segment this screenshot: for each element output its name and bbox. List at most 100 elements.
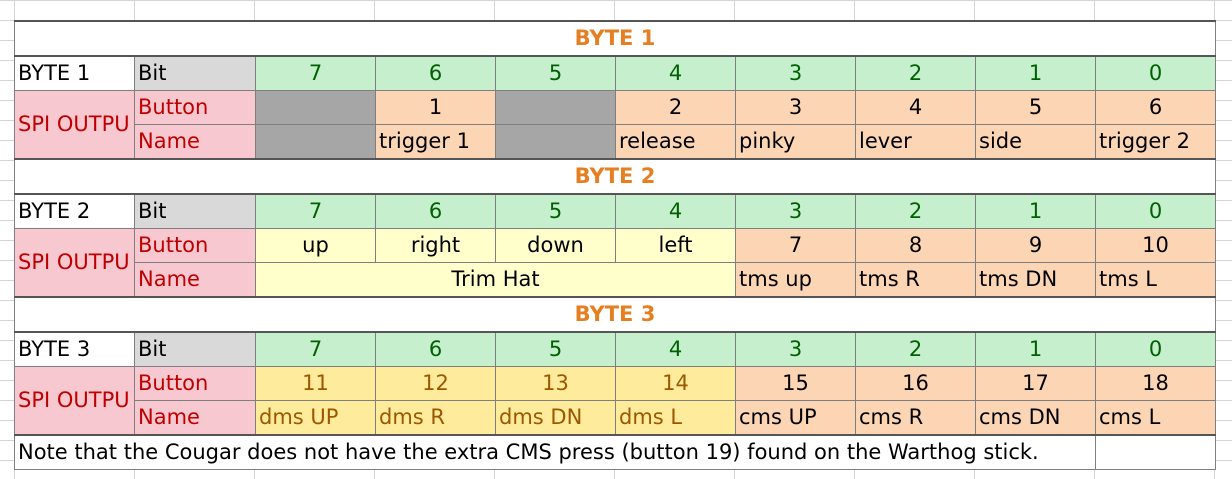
byte2-button-cell[interactable]: 7 — [735, 228, 856, 263]
byte1-bit-cell[interactable]: 4 — [615, 55, 736, 91]
byte1-button-cell[interactable]: 2 — [615, 90, 736, 125]
byte2-title[interactable]: BYTE 2 — [13, 158, 1217, 195]
byte1-bit-cell[interactable]: 0 — [1094, 55, 1217, 91]
byte3-button-cell[interactable]: 14 — [615, 366, 736, 401]
byte2-button-cell[interactable]: up — [255, 228, 376, 263]
byte3-bit-cell[interactable]: 1 — [975, 331, 1096, 367]
byte2-button-cell[interactable]: 9 — [975, 228, 1096, 263]
byte2-button-cell[interactable]: right — [375, 228, 496, 263]
byte3-bit-cell[interactable]: 6 — [375, 331, 496, 367]
byte1-button-cell[interactable]: 3 — [735, 90, 856, 125]
byte2-button-row: SPI OUTPU Button up right down left 7 8 … — [14, 228, 1217, 298]
byte1-name-label[interactable]: Name — [134, 124, 256, 160]
byte1-name-cell[interactable]: trigger 1 — [375, 124, 496, 160]
byte3-button-row: SPI OUTPU Button 11 12 13 14 15 16 17 18 — [14, 366, 1217, 436]
byte2-bit-cell[interactable]: 5 — [495, 193, 616, 229]
byte1-button-cell[interactable]: 5 — [975, 90, 1096, 125]
byte1-bit-cell[interactable]: 7 — [255, 55, 376, 91]
byte3-bit-row: BYTE 3 Bit 7 6 5 4 3 2 1 0 — [14, 331, 1217, 367]
byte3-bit-cell[interactable]: 3 — [735, 331, 856, 367]
byte3-title-row: BYTE 3 — [13, 296, 1217, 333]
byte1-bit-cell[interactable]: 6 — [375, 55, 496, 91]
byte3-name-cell[interactable]: dms R — [375, 400, 496, 436]
byte2-bit-cell[interactable]: 1 — [975, 193, 1096, 229]
byte2-name-cell[interactable]: tms up — [735, 262, 856, 298]
byte1-button-label[interactable]: Button — [134, 90, 256, 125]
byte1-bit-cell[interactable]: 2 — [855, 55, 976, 91]
byte3-name-cell[interactable]: dms UP — [255, 400, 376, 436]
byte3-name-cell[interactable]: cms DN — [975, 400, 1096, 436]
byte1-spi-output-label[interactable]: SPI OUTPU — [14, 90, 135, 160]
byte1-name-cell[interactable]: trigger 2 — [1094, 124, 1217, 160]
byte2-button-label[interactable]: Button — [134, 228, 256, 263]
byte3-name-cell[interactable]: cms UP — [735, 400, 856, 436]
byte3-button-cell[interactable]: 11 — [255, 366, 376, 401]
byte2-name-cell[interactable]: tms R — [855, 262, 976, 298]
byte3-name-cell[interactable]: cms R — [855, 400, 976, 436]
byte3-bit-cell[interactable]: 7 — [255, 331, 376, 367]
byte2-trim-hat-merged-cell[interactable]: Trim Hat — [255, 262, 736, 298]
byte1-bit-label[interactable]: Bit — [134, 55, 256, 91]
byte1-name-cell-unused[interactable] — [495, 124, 616, 160]
byte3-row-label[interactable]: BYTE 3 — [14, 331, 135, 367]
byte3-button-cell[interactable]: 18 — [1094, 366, 1217, 401]
byte3-button-cell[interactable]: 17 — [975, 366, 1096, 401]
spi-output-table: BYTE 1 BYTE 1 Bit 7 6 5 4 3 2 1 0 SPI OU… — [13, 20, 1217, 470]
byte3-name-cell[interactable]: dms L — [615, 400, 736, 436]
byte1-button-row: SPI OUTPU Button 1 2 3 4 5 6 — [14, 90, 1217, 160]
byte2-bit-cell[interactable]: 6 — [375, 193, 496, 229]
byte1-button-cell-unused[interactable] — [255, 90, 376, 125]
byte3-button-cell[interactable]: 12 — [375, 366, 496, 401]
byte3-button-cell[interactable]: 16 — [855, 366, 976, 401]
byte2-bit-cell[interactable]: 0 — [1094, 193, 1217, 229]
byte2-bit-cell[interactable]: 3 — [735, 193, 856, 229]
byte1-bit-cell[interactable]: 5 — [495, 55, 616, 91]
byte3-button-label[interactable]: Button — [134, 366, 256, 401]
byte2-bit-row: BYTE 2 Bit 7 6 5 4 3 2 1 0 — [14, 193, 1217, 229]
byte2-name-row: Name Trim Hat tms up tms R tms DN tms L — [15, 262, 1217, 298]
note-row: Note that the Cougar does not have the e… — [14, 434, 1217, 470]
byte3-name-cell[interactable]: cms L — [1094, 400, 1217, 436]
byte1-row-label[interactable]: BYTE 1 — [14, 55, 135, 91]
byte2-spi-output-label[interactable]: SPI OUTPU — [14, 228, 135, 298]
byte2-bit-cell[interactable]: 7 — [255, 193, 376, 229]
byte2-button-cell[interactable]: 8 — [855, 228, 976, 263]
byte2-bit-cell[interactable]: 4 — [615, 193, 736, 229]
byte3-bit-label[interactable]: Bit — [134, 331, 256, 367]
byte1-bit-cell[interactable]: 1 — [975, 55, 1096, 91]
note-text[interactable]: Note that the Cougar does not have the e… — [14, 434, 1096, 470]
byte2-bit-cell[interactable]: 2 — [855, 193, 976, 229]
byte2-name-cell[interactable]: tms DN — [975, 262, 1096, 298]
byte2-button-cell[interactable]: 10 — [1094, 228, 1217, 263]
byte3-title[interactable]: BYTE 3 — [13, 296, 1217, 333]
byte1-name-cell-unused[interactable] — [255, 124, 376, 160]
byte3-spi-output-label[interactable]: SPI OUTPU — [14, 366, 135, 436]
byte1-name-cell[interactable]: pinky — [735, 124, 856, 160]
byte1-button-cell-unused[interactable] — [495, 90, 616, 125]
byte2-name-cell[interactable]: tms L — [1094, 262, 1217, 298]
byte1-name-cell[interactable]: release — [615, 124, 736, 160]
byte3-bit-cell[interactable]: 2 — [855, 331, 976, 367]
byte2-row-label[interactable]: BYTE 2 — [14, 193, 135, 229]
byte2-bit-label[interactable]: Bit — [134, 193, 256, 229]
byte2-button-cell[interactable]: left — [615, 228, 736, 263]
byte3-bit-cell[interactable]: 5 — [495, 331, 616, 367]
byte1-bit-cell[interactable]: 3 — [735, 55, 856, 91]
empty-cell[interactable] — [1094, 434, 1217, 470]
byte1-name-cell[interactable]: lever — [855, 124, 976, 160]
byte3-bit-cell[interactable]: 0 — [1094, 331, 1217, 367]
byte3-button-cell[interactable]: 15 — [735, 366, 856, 401]
byte1-title-row: BYTE 1 — [13, 20, 1217, 57]
byte1-button-cell[interactable]: 1 — [375, 90, 496, 125]
byte3-button-cell[interactable]: 13 — [495, 366, 616, 401]
byte3-name-label[interactable]: Name — [134, 400, 256, 436]
byte1-button-cell[interactable]: 4 — [855, 90, 976, 125]
byte2-button-cell[interactable]: down — [495, 228, 616, 263]
byte3-name-cell[interactable]: dms DN — [495, 400, 616, 436]
byte1-name-cell[interactable]: side — [975, 124, 1096, 160]
byte2-name-label[interactable]: Name — [134, 262, 256, 298]
byte1-title[interactable]: BYTE 1 — [13, 20, 1217, 57]
byte1-button-cell[interactable]: 6 — [1094, 90, 1217, 125]
byte1-bit-row: BYTE 1 Bit 7 6 5 4 3 2 1 0 — [14, 55, 1217, 91]
byte3-bit-cell[interactable]: 4 — [615, 331, 736, 367]
